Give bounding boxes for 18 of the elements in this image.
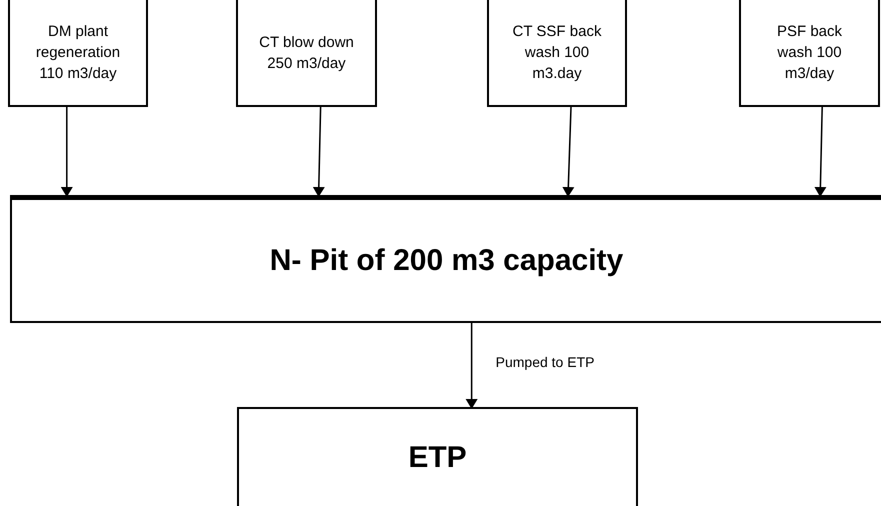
node-text: CT SSF back wash 100 m3.day xyxy=(512,22,602,84)
source-box xyxy=(8,0,148,107)
process-box xyxy=(10,195,881,323)
source-box xyxy=(739,0,880,107)
node-text: ETP xyxy=(408,440,467,474)
node-text: PSF back wash 100 m3/day xyxy=(776,22,844,84)
arrow xyxy=(562,106,574,197)
node-text: DM plant regeneration 110 m3/day xyxy=(34,22,122,84)
arrow xyxy=(312,106,325,197)
arrow xyxy=(466,323,478,409)
arrow xyxy=(814,106,826,197)
node-text: N- Pit of 200 m3 capacity xyxy=(270,244,624,278)
edge-label: Pumped to ETP xyxy=(496,354,594,370)
arrow xyxy=(60,107,73,197)
node-text: CT blow down 250 m3/day xyxy=(258,32,354,74)
source-box xyxy=(487,0,627,107)
process-box xyxy=(237,407,638,506)
source-box xyxy=(236,0,377,107)
